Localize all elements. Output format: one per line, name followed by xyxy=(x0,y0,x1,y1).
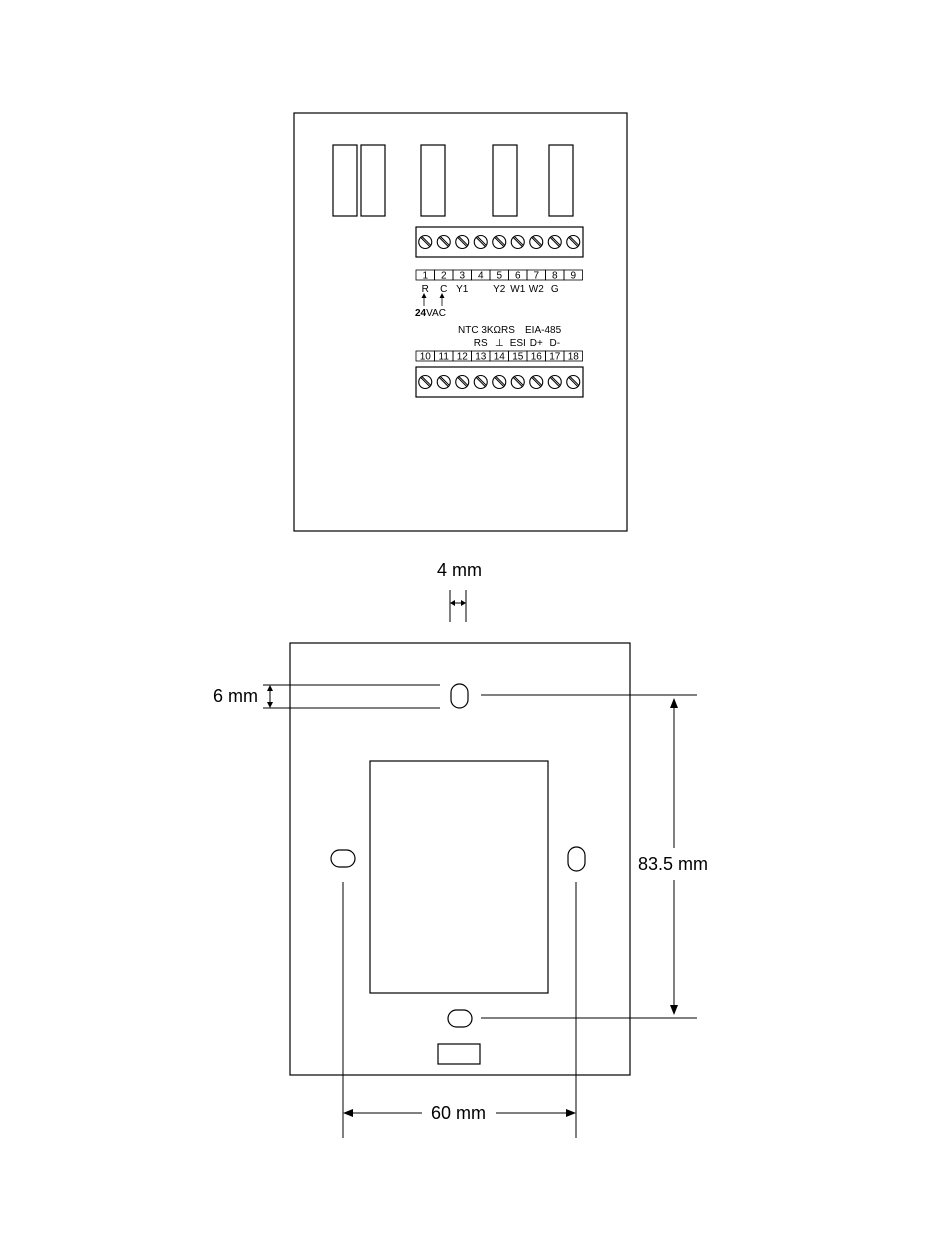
relay-block xyxy=(493,145,517,216)
terminal-strip-bottom xyxy=(416,367,583,397)
slot-width-dimension: 4 mm xyxy=(437,560,482,580)
screw-icon xyxy=(437,376,450,389)
terminal-label: C xyxy=(440,284,447,295)
relay-block xyxy=(333,145,357,216)
screw-icon xyxy=(474,236,487,249)
relay-block xyxy=(361,145,385,216)
back-panel-outline xyxy=(294,113,627,531)
terminal-numbers-bottom: 10 11 12 13 14 15 16 17 18 xyxy=(416,351,583,363)
screw-icon xyxy=(456,236,469,249)
bottom-mounting-slot xyxy=(448,1010,472,1027)
left-mounting-slot xyxy=(331,850,355,867)
power-label: 24VAC xyxy=(415,308,446,319)
screw-icon xyxy=(567,236,580,249)
eia-485-label: EIA-485 xyxy=(525,325,562,336)
screw-icon xyxy=(530,376,543,389)
terminal-number: 7 xyxy=(533,271,539,282)
relay-block xyxy=(421,145,445,216)
terminal-number: 9 xyxy=(570,271,576,282)
screw-icon xyxy=(419,376,432,389)
terminal-label: Y1 xyxy=(456,284,469,295)
terminal-label: Y2 xyxy=(493,284,506,295)
terminal-label: W2 xyxy=(529,284,544,295)
terminal-number: 10 xyxy=(420,352,432,363)
terminal-labels-bottom: RS ⊥ ESI D+ D- xyxy=(474,338,560,349)
terminal-label: RS xyxy=(474,338,488,349)
terminal-number: 15 xyxy=(512,352,524,363)
screw-icon xyxy=(419,236,432,249)
terminal-number: 17 xyxy=(549,352,561,363)
screw-icon xyxy=(474,376,487,389)
screw-icon xyxy=(511,376,524,389)
terminal-label: G xyxy=(551,284,559,295)
terminal-label: D- xyxy=(549,338,560,349)
screw-icon xyxy=(456,376,469,389)
screw-icon xyxy=(530,236,543,249)
screw-icon xyxy=(437,236,450,249)
ntc-label: NTC 3KΩ xyxy=(458,325,502,336)
screw-icon xyxy=(493,236,506,249)
terminal-number: 2 xyxy=(441,271,447,282)
screw-icon xyxy=(493,376,506,389)
terminal-number: 12 xyxy=(457,352,469,363)
vertical-spacing-dimension: 83.5 mm xyxy=(638,854,708,874)
terminal-number: 8 xyxy=(552,271,558,282)
rs-label: RS xyxy=(501,325,515,336)
terminal-number: 4 xyxy=(478,271,484,282)
terminal-number: 11 xyxy=(439,352,450,363)
relay-blocks xyxy=(333,145,573,216)
terminal-numbers-top: 1 2 3 4 5 6 7 8 9 xyxy=(416,270,583,282)
terminal-number: 1 xyxy=(422,271,428,282)
center-opening xyxy=(370,761,548,993)
bottom-tab xyxy=(438,1044,480,1064)
screw-icon xyxy=(548,376,561,389)
screw-icon xyxy=(511,236,524,249)
terminal-label: R xyxy=(422,284,429,295)
terminal-number: 13 xyxy=(475,352,487,363)
terminal-strip-top xyxy=(416,227,583,257)
dimension-arrow-icon xyxy=(267,685,273,708)
terminal-number: 18 xyxy=(568,352,580,363)
slot-height-dimension: 6 mm xyxy=(213,686,258,706)
dimension-arrow-icon xyxy=(450,600,466,606)
screw-icon xyxy=(567,376,580,389)
terminal-label: W1 xyxy=(510,284,525,295)
top-mounting-slot xyxy=(451,684,468,708)
terminal-label: ⊥ xyxy=(495,338,504,349)
terminal-number: 14 xyxy=(494,352,506,363)
screw-icon xyxy=(548,236,561,249)
terminal-label: D+ xyxy=(530,338,543,349)
horizontal-spacing-dimension: 60 mm xyxy=(431,1103,486,1123)
right-mounting-slot xyxy=(568,847,585,871)
terminal-number: 3 xyxy=(459,271,465,282)
terminal-label: ESI xyxy=(510,338,526,349)
terminal-number: 16 xyxy=(531,352,543,363)
relay-block xyxy=(549,145,573,216)
terminal-number: 5 xyxy=(496,271,502,282)
terminal-number: 6 xyxy=(515,271,521,282)
